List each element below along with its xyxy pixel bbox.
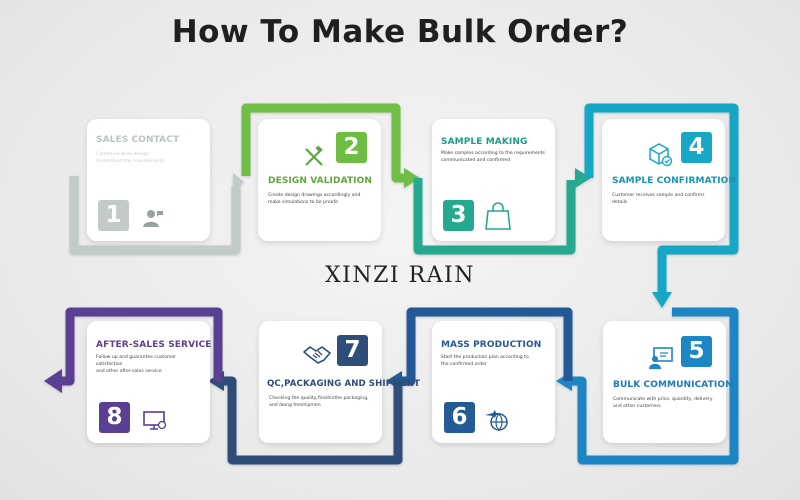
step-6-number: 6 bbox=[444, 402, 475, 433]
step-card-8: AFTER-SALES SERVICE Follow up and guaran… bbox=[87, 321, 212, 443]
step-card-2: 2 DESIGN VALIDATION Create design drawin… bbox=[258, 119, 381, 241]
shopping-bag-icon bbox=[485, 202, 511, 230]
flow-arrow-3 bbox=[575, 168, 591, 188]
step-card-6: MASS PRODUCTION Start the production pla… bbox=[432, 321, 555, 443]
step-card-3: SAMPLE MAKING Make samples according to … bbox=[432, 119, 555, 241]
step-5-description: Communicate with price, quantity, delive… bbox=[613, 397, 713, 409]
step-card-5: 5 BULK COMMUNICATION Communicate with pr… bbox=[603, 321, 733, 443]
flow-segment-7 bbox=[224, 376, 403, 465]
flow-segment-2 bbox=[241, 103, 404, 183]
step-2-number: 2 bbox=[336, 132, 367, 163]
flow-arrow-1 bbox=[233, 173, 244, 191]
step-1-number: 1 bbox=[98, 200, 129, 231]
step-5-title: BULK COMMUNICATION bbox=[613, 380, 733, 390]
step-card-7: 7 QC,PACKAGING AND SHIPMENT Checking the… bbox=[259, 321, 420, 443]
flow-segment-1 bbox=[69, 176, 241, 255]
step-4-title: SAMPLE CONFIRMATION bbox=[612, 176, 737, 186]
step-1-title: SALES CONTACT bbox=[96, 135, 180, 145]
step-card-4: 4 SAMPLE CONFIRMATION Customer receives … bbox=[602, 119, 737, 241]
step-2-title: DESIGN VALIDATION bbox=[268, 176, 373, 186]
step-7-number: 7 bbox=[337, 335, 368, 366]
flow-segment-4 bbox=[584, 103, 739, 292]
flow-arrow-4 bbox=[652, 292, 672, 308]
flow-arrow-8 bbox=[44, 369, 62, 393]
global-shipping-icon bbox=[485, 410, 508, 431]
step-8-description: Follow up and guarantee customer satisfa… bbox=[96, 355, 177, 374]
design-tools-icon bbox=[305, 145, 323, 166]
step-7-title: QC,PACKAGING AND SHIPMENT bbox=[267, 379, 420, 389]
step-8-number: 8 bbox=[99, 402, 130, 433]
flow-segment-6 bbox=[402, 307, 573, 386]
flow-arrow-2 bbox=[404, 168, 420, 188]
flow-segment-3 bbox=[413, 178, 576, 255]
computer-icon bbox=[143, 411, 167, 430]
step-4-description: Customer receives sample and confirms de… bbox=[612, 193, 705, 205]
flow-segment-8 bbox=[62, 307, 223, 386]
presentation-icon bbox=[649, 347, 673, 369]
step-3-description: Make samples according to the requiremen… bbox=[441, 151, 545, 163]
step-8-title: AFTER-SALES SERVICE bbox=[96, 340, 212, 350]
step-3-title: SAMPLE MAKING bbox=[441, 137, 528, 147]
step-4-number: 4 bbox=[681, 132, 712, 163]
step-3-number: 3 bbox=[443, 200, 474, 231]
step-5-number: 5 bbox=[681, 336, 712, 367]
watermark-text: XINZI RAIN bbox=[325, 263, 475, 288]
page-title: How To Make Bulk Order? bbox=[171, 14, 629, 50]
package-check-icon bbox=[649, 143, 673, 167]
handshake-icon bbox=[303, 346, 331, 364]
step-7-description: Checking the quality,finishinthe packagi… bbox=[269, 396, 369, 408]
step-6-title: MASS PRODUCTION bbox=[441, 340, 542, 350]
flow-segment-5 bbox=[572, 307, 739, 465]
customer-service-icon bbox=[143, 210, 163, 227]
